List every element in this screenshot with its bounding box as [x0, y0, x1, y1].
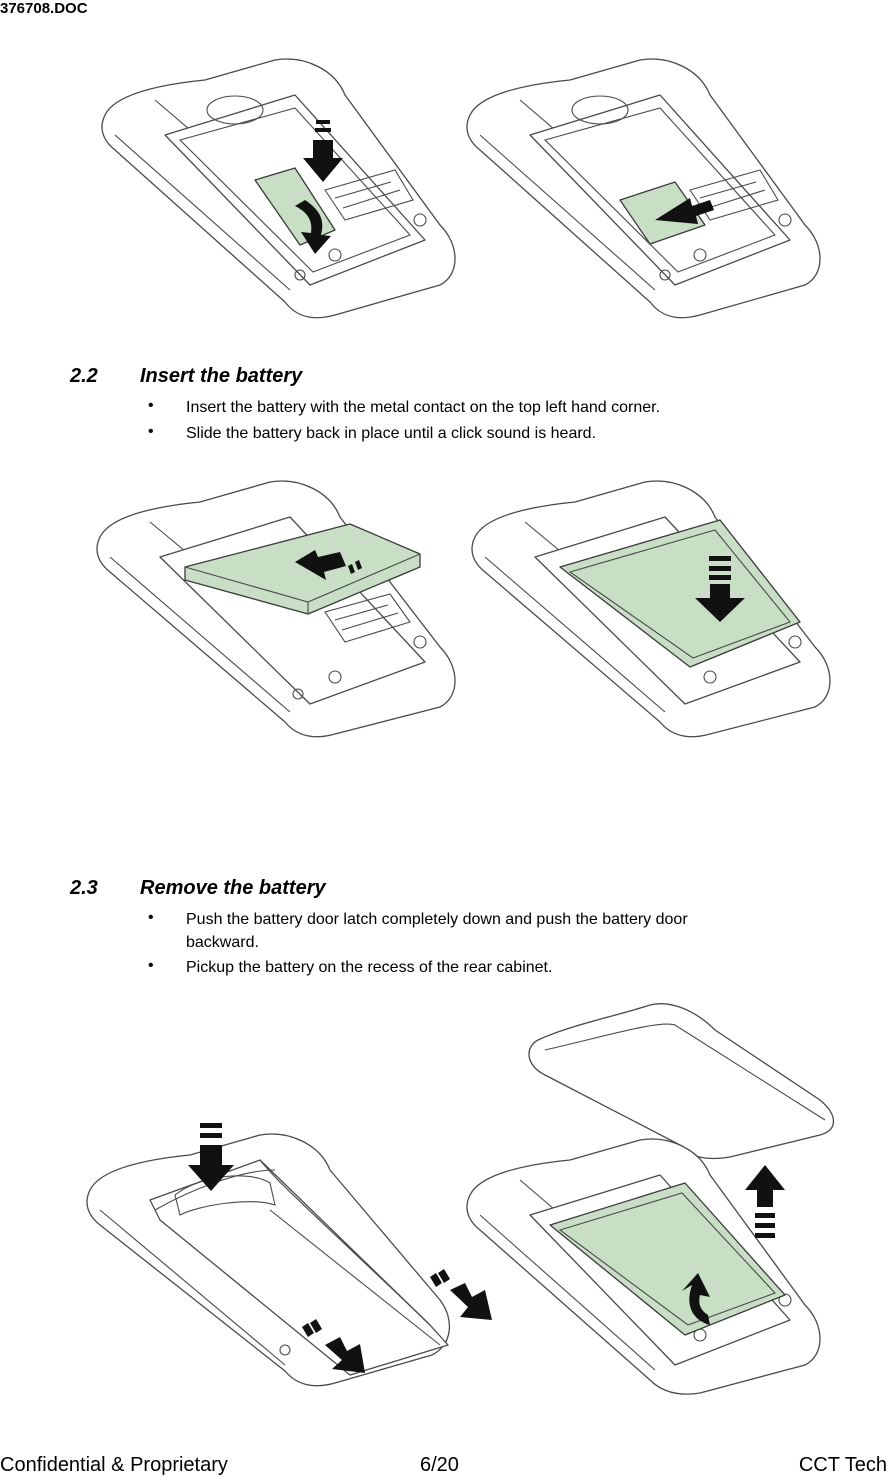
bullet-text: Insert the battery with the metal contac…	[186, 399, 661, 416]
document-id: 376708.DOC	[0, 0, 88, 17]
bullet-text: Pickup the battery on the recess of the …	[186, 959, 553, 976]
sim-insert-illustration-1	[101, 58, 456, 319]
battery-pickup-illustration	[466, 1003, 835, 1395]
section-number-2-2: 2.2	[70, 365, 98, 387]
bullet-icon: •	[148, 957, 154, 974]
battery-door-removal-illustration	[86, 1123, 492, 1387]
footer-confidential: Confidential & Proprietary	[0, 1454, 228, 1476]
bullet-icon: •	[148, 909, 154, 926]
footer-company: CCT Tech	[798, 1454, 887, 1476]
bullet-icon: •	[148, 423, 154, 440]
battery-insert-illustration-2	[471, 480, 831, 738]
battery-insert-illustration-1	[96, 480, 456, 738]
section-number-2-3: 2.3	[70, 877, 98, 899]
section-title-remove-battery: Remove the battery	[140, 877, 326, 899]
section-title-insert-battery: Insert the battery	[140, 365, 303, 387]
sim-insert-illustration-2	[466, 58, 821, 319]
bullet-icon: •	[148, 397, 154, 414]
footer-page-number: 6/20	[420, 1454, 459, 1476]
bullet-text: Push the battery door latch completely d…	[186, 911, 688, 928]
bullet-text-continued: backward.	[186, 934, 259, 951]
bullet-text: Slide the battery back in place until a …	[186, 425, 597, 442]
